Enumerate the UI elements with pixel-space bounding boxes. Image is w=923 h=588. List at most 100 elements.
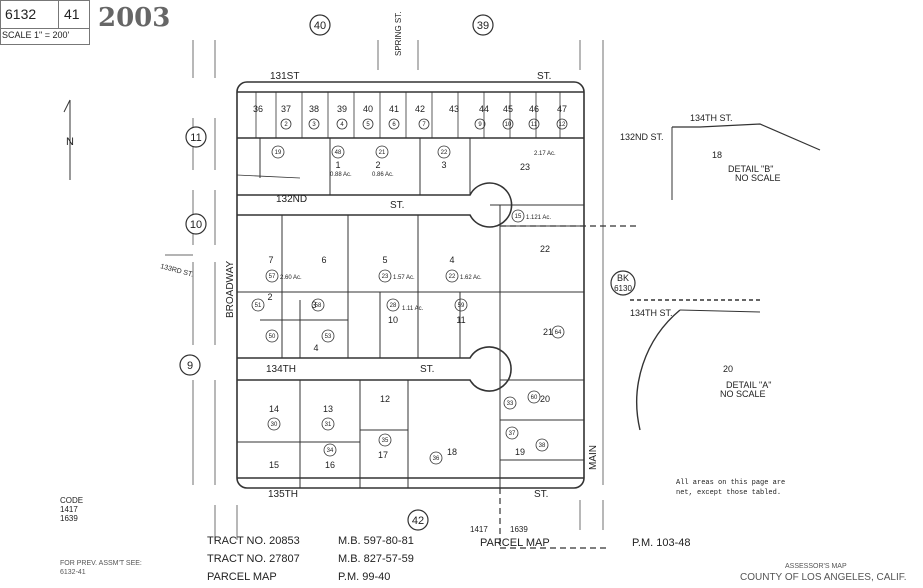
lot-45: 45 [503, 104, 513, 114]
page-ref-39: 39 [477, 20, 489, 32]
lot-10: 10 [388, 315, 398, 325]
detail-a-street: 134TH ST. [630, 308, 673, 318]
detail-a-title: DETAIL "A" [726, 380, 771, 390]
lot-14: 14 [269, 404, 279, 414]
street-131st-suffix: ST. [537, 71, 551, 82]
area-note-line-1: All areas on this page are [676, 479, 786, 487]
map-page-number: 41 [64, 6, 80, 22]
lot-18: 18 [447, 447, 457, 457]
detail-a-subtitle: NO SCALE [720, 389, 766, 399]
area-note-line-2: net, except those tabled. [676, 489, 782, 497]
parcel-map-ref: P.M. 99-40 [338, 571, 391, 583]
lot-41: 41 [389, 104, 399, 114]
lot-37: 37 [281, 104, 291, 114]
lot-12: 12 [380, 394, 390, 404]
bk-number: 6130 [614, 284, 632, 293]
detail-b-street: 134TH ST. [690, 113, 733, 123]
lot-21: 21 [543, 327, 553, 337]
lot-3: 3 [441, 160, 446, 170]
page-ref-42: 42 [412, 515, 424, 527]
north-arrow-icon: N [66, 136, 74, 148]
parcel-30: 30 [271, 422, 278, 428]
detail-b-subtitle: NO SCALE [735, 173, 781, 183]
lot-38: 38 [309, 104, 319, 114]
area-23: 2.17 Ac. [534, 151, 556, 157]
parcel-19: 19 [275, 150, 282, 156]
parcel-5: 5 [366, 122, 370, 128]
page-ref-11: 11 [190, 132, 201, 144]
lot-40: 40 [363, 104, 373, 114]
footer-line-2: COUNTY OF LOS ANGELES, CALIF. [740, 572, 907, 583]
lot-42: 42 [415, 104, 425, 114]
parcel-58: 58 [315, 303, 322, 309]
parcel-51: 51 [255, 303, 262, 309]
lot-16: 16 [325, 460, 335, 470]
street-132nd-right: 132ND ST. [620, 132, 664, 142]
lot-17: 17 [378, 450, 388, 460]
street-131st: 131ST [270, 71, 299, 82]
parcel-10: 10 [505, 122, 512, 128]
parcel-21: 21 [379, 150, 386, 156]
tract-1-ref: M.B. 597-80-81 [338, 535, 414, 547]
parcel-15: 15 [515, 214, 522, 220]
parcel-38: 38 [539, 443, 546, 449]
parcel-33: 33 [507, 401, 514, 407]
page-ref-40: 40 [314, 20, 326, 32]
lot-39: 39 [337, 104, 347, 114]
lot-6: 6 [321, 255, 326, 265]
parcel-64: 64 [555, 330, 562, 336]
area-1: 0.88 Ac. [330, 172, 352, 178]
lot-5: 5 [382, 255, 387, 265]
tract-2-label: TRACT NO. 27807 [207, 553, 300, 565]
prev-assessment-title: FOR PREV. ASSM'T SEE: [60, 560, 142, 567]
street-134th-suffix: ST. [420, 364, 434, 375]
parcel-50: 50 [269, 334, 276, 340]
page-ref-10: 10 [190, 219, 202, 231]
parcel-57: 57 [269, 274, 276, 280]
parcel-34: 34 [327, 448, 334, 454]
lot-36: 36 [253, 104, 263, 114]
parcel-11: 11 [531, 122, 538, 128]
lot-7: 7 [268, 255, 273, 265]
tract-1-label: TRACT NO. 20853 [207, 535, 300, 547]
lot-19: 19 [515, 447, 525, 457]
parcel-36: 36 [433, 456, 440, 462]
lot-4b: 4 [313, 343, 318, 353]
parcel-map-right-ref: P.M. 103-48 [632, 537, 691, 549]
lot-46: 46 [529, 104, 539, 114]
map-book-box [0, 0, 60, 30]
lot-22: 22 [540, 244, 550, 254]
code-value-2: 1639 [60, 514, 78, 523]
lot-11: 11 [456, 315, 465, 325]
lot-47: 47 [557, 104, 567, 114]
parcel-60: 60 [531, 395, 538, 401]
parcel-9: 9 [478, 122, 482, 128]
area-10: 1.11 Ac. [402, 306, 424, 312]
lot-43: 43 [449, 104, 459, 114]
area-4: 1.62 Ac. [460, 275, 482, 281]
street-135th-suffix: ST. [534, 489, 548, 500]
parcel-12: 12 [559, 122, 566, 128]
parcel-22: 22 [441, 150, 448, 156]
lot-20: 20 [540, 394, 550, 404]
lot-2b: 2 [267, 292, 272, 302]
lot-1: 1 [335, 160, 340, 170]
parcel-53: 53 [325, 334, 332, 340]
area-5: 1.57 Ac. [393, 275, 415, 281]
parcel-22b: 22 [449, 274, 456, 280]
parcel-7: 7 [422, 122, 426, 128]
parcel-3: 3 [312, 122, 316, 128]
page-ref-9: 9 [187, 360, 193, 372]
parcel-4: 4 [340, 122, 344, 128]
code-split-right: 1639 [510, 525, 528, 534]
map-scale: SCALE 1" = 200' [2, 30, 70, 40]
detail-b-title: DETAIL "B" [728, 164, 773, 174]
parcel-map-label: PARCEL MAP [207, 571, 277, 583]
parcel-35: 35 [382, 438, 389, 444]
map-book-number: 6132 [5, 6, 37, 22]
street-135th: 135TH [268, 489, 298, 500]
parcel-6: 6 [392, 122, 396, 128]
lot-23: 23 [520, 162, 530, 172]
code-value-1: 1417 [60, 505, 78, 514]
parcel-28: 28 [390, 303, 397, 309]
